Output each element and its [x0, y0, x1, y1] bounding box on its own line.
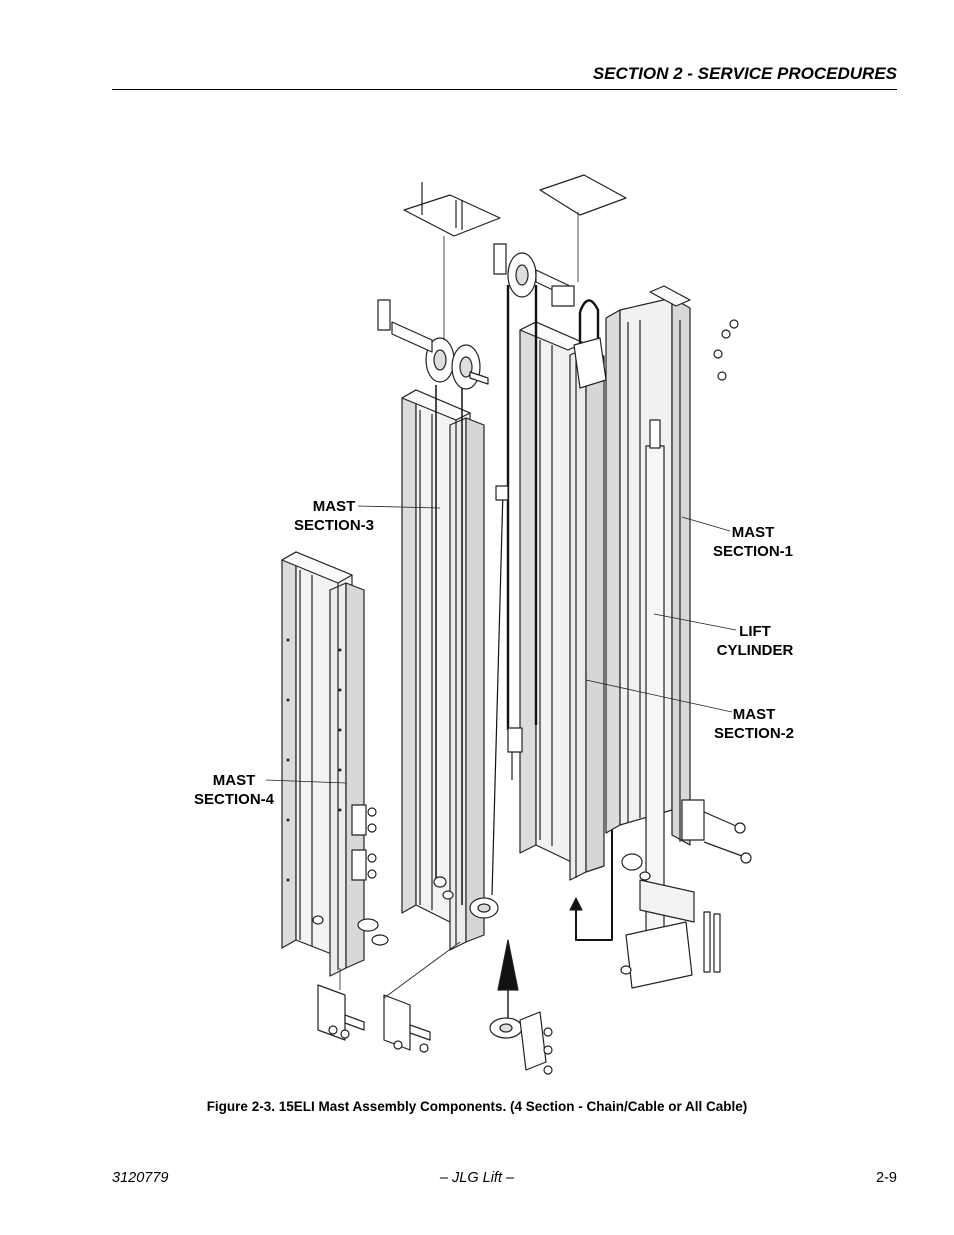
callout-mast-section-4: MAST SECTION-4: [188, 771, 280, 809]
callout-mast-section-2-line2: SECTION-2: [713, 725, 794, 742]
mast-section-1-drawing: [605, 285, 752, 989]
footer-page-number: 2-9: [876, 1170, 897, 1186]
callout-mast-section-4-line1: MAST: [212, 772, 256, 789]
callout-lift-cylinder-line1: LIFT: [739, 623, 771, 640]
section-header-title: SECTION 2 - SERVICE PROCEDURES: [592, 64, 897, 83]
footer-publisher: – JLG Lift –: [439, 1170, 515, 1186]
footer-doc-number: 3120779: [112, 1170, 169, 1186]
callout-mast-section-2: MAST SECTION-2: [707, 705, 801, 743]
callout-mast-section-1: MAST SECTION-1: [706, 523, 800, 561]
callout-mast-section-4-line2: SECTION-4: [193, 791, 274, 808]
mast-section-3-drawing: [377, 182, 501, 951]
header-rule: [112, 89, 897, 90]
mast-section-2-drawing: [493, 174, 655, 941]
callout-lift-cylinder: LIFT CYLINDER: [708, 622, 802, 660]
bottom-mounting-plates-drawing: [317, 941, 461, 1053]
callout-mast-section-3-line1: MAST: [312, 498, 356, 515]
callout-mast-section-3-line2: SECTION-3: [293, 517, 374, 534]
callout-mast-section-2-line1: MAST: [732, 706, 776, 723]
callout-mast-section-1-line1: MAST: [731, 524, 775, 541]
callout-leader-lines: [265, 505, 737, 784]
callout-lift-cylinder-line2: CYLINDER: [716, 642, 794, 659]
cable-pulley-assembly-drawing: [469, 485, 553, 1075]
figure-caption: Figure 2-3. 15ELI Mast Assembly Componen…: [206, 1099, 748, 1114]
callout-mast-section-1-line2: SECTION-1: [712, 543, 793, 560]
mast-section-4-drawing: [281, 551, 389, 977]
callout-mast-section-3: MAST SECTION-3: [288, 497, 380, 535]
